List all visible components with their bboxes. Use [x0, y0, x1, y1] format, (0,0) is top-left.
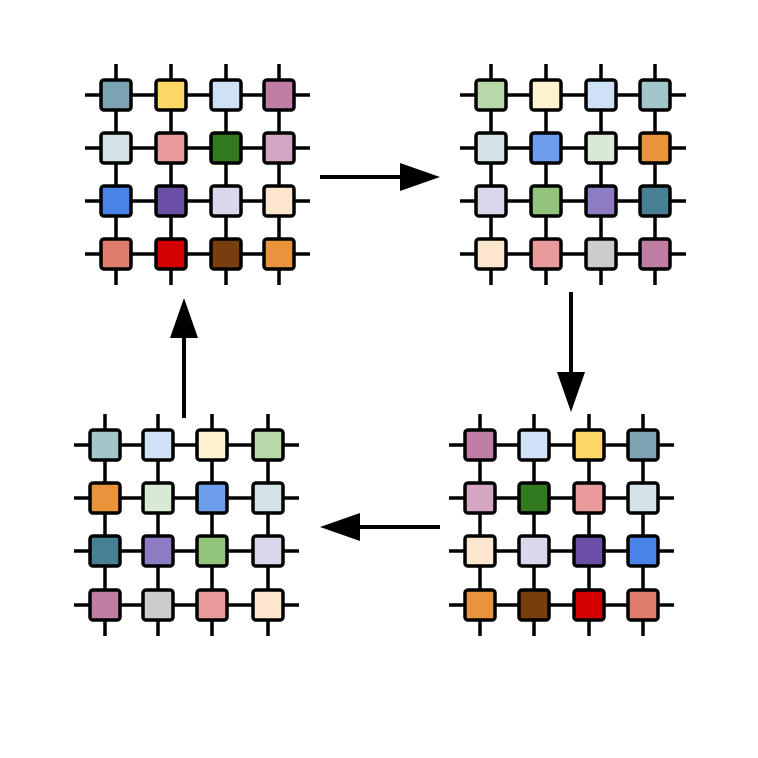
tensor-node	[141, 534, 175, 568]
tensor-node	[474, 184, 508, 218]
tensor-node	[141, 481, 175, 515]
tensor-node	[154, 237, 188, 271]
tensor-node	[141, 428, 175, 462]
tensor-grid-bottom-right	[449, 414, 674, 636]
tensor-grid-bottom-left	[74, 414, 299, 636]
tensor-node	[262, 237, 296, 271]
tensor-node	[209, 237, 243, 271]
tensor-node	[584, 237, 618, 271]
cycle-arrows	[170, 163, 585, 541]
tensor-node	[99, 184, 133, 218]
tensor-node	[517, 481, 551, 515]
tensor-node	[626, 534, 660, 568]
tensor-node	[638, 184, 672, 218]
tensor-node	[572, 428, 606, 462]
tensor-node	[626, 588, 660, 622]
tensor-node	[99, 131, 133, 165]
tensor-node	[584, 78, 618, 112]
tensor-node	[584, 184, 618, 218]
tensor-node	[626, 428, 660, 462]
tensor-node	[262, 184, 296, 218]
tensor-node	[262, 131, 296, 165]
tensor-node	[517, 588, 551, 622]
tensor-node	[572, 588, 606, 622]
tensor-node	[517, 428, 551, 462]
tensor-node	[88, 428, 122, 462]
tensor-node	[572, 534, 606, 568]
tensor-node	[99, 237, 133, 271]
tensor-grid-top-left	[85, 64, 310, 285]
tensor-grids	[74, 64, 686, 636]
tensor-node	[474, 78, 508, 112]
tensor-node	[141, 588, 175, 622]
tensor-node	[251, 588, 285, 622]
tensor-node	[154, 78, 188, 112]
tensor-grid-top-right	[460, 64, 686, 285]
tensor-node	[463, 534, 497, 568]
tensor-node	[195, 428, 229, 462]
tensor-node	[154, 184, 188, 218]
tensor-node	[529, 237, 563, 271]
tensor-node	[99, 78, 133, 112]
tensor-node	[572, 481, 606, 515]
tensor-node	[209, 78, 243, 112]
tensor-node	[638, 78, 672, 112]
tensor-node	[463, 588, 497, 622]
tensor-node	[463, 428, 497, 462]
tensor-node	[474, 131, 508, 165]
tensor-node	[529, 184, 563, 218]
tensor-node	[251, 481, 285, 515]
tensor-node	[517, 534, 551, 568]
tensor-node	[195, 588, 229, 622]
tensor-node	[251, 534, 285, 568]
tensor-node	[529, 78, 563, 112]
tensor-node	[88, 534, 122, 568]
tensor-node	[195, 534, 229, 568]
tensor-node	[88, 588, 122, 622]
tensor-node	[638, 131, 672, 165]
tensor-node	[154, 131, 188, 165]
tensor-node	[251, 428, 285, 462]
tensor-node	[209, 131, 243, 165]
tensor-node	[529, 131, 563, 165]
tensor-node	[209, 184, 243, 218]
tensor-node	[262, 78, 296, 112]
tensor-node	[463, 481, 497, 515]
tensor-node	[584, 131, 618, 165]
tensor-node	[626, 481, 660, 515]
tensor-node	[195, 481, 229, 515]
tensor-node	[474, 237, 508, 271]
tensor-node	[88, 481, 122, 515]
tensor-node	[638, 237, 672, 271]
